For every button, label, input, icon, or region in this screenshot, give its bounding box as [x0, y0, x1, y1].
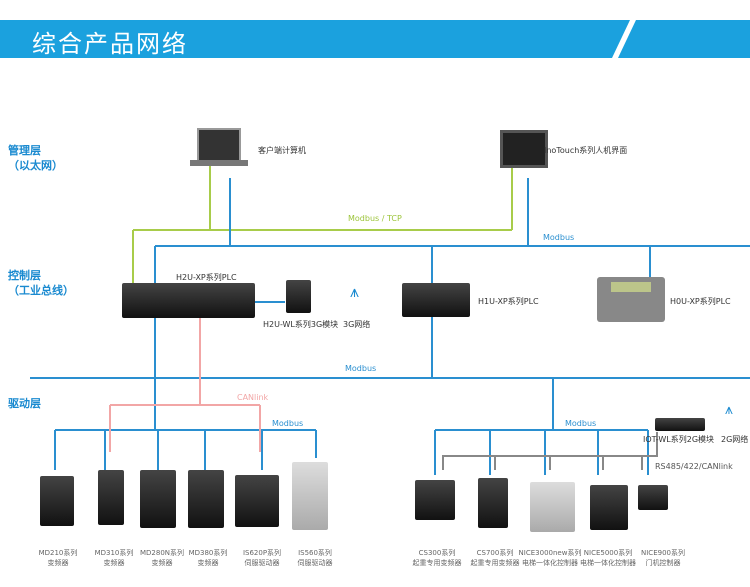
drive-name: MD280N系列: [139, 549, 185, 557]
drive-name: CS700系列: [476, 549, 514, 557]
drive-device: [638, 485, 668, 510]
laptop-base: [190, 160, 248, 166]
rs485-label: RS485/422/CANlink: [655, 462, 733, 471]
drive-label: CS700系列起重专用变频器: [455, 548, 535, 568]
drive-label: MD310系列变频器: [74, 548, 154, 568]
drive-type: 电梯一体化控制器: [522, 559, 578, 567]
laptop-icon: [197, 128, 241, 162]
modbus-label: Modbus: [565, 419, 597, 428]
drive-name: MD380系列: [188, 549, 228, 557]
modbus-label: Modbus: [543, 233, 575, 242]
drive-type: 变频器: [47, 559, 69, 567]
drive-name: MD310系列: [94, 549, 134, 557]
layer-drive: 驱动层: [8, 397, 41, 410]
drive-name: NICE3000new系列: [518, 549, 582, 557]
drive-type: 电梯一体化控制器: [580, 559, 636, 567]
plc-h0u-label: H0U-XP系列PLC: [670, 297, 731, 306]
plc-h2u-label: H2U-XP系列PLC: [176, 273, 237, 282]
plc-h1u-device: [402, 283, 470, 317]
drive-label: IS560系列伺服驱动器: [275, 548, 355, 568]
rs485-lines: [442, 432, 658, 470]
layer-sublabel: （以太网）: [8, 159, 63, 172]
canlink-label: CANlink: [237, 393, 269, 402]
wl3g-module-device: [286, 280, 311, 313]
iot-module-device: [655, 418, 705, 431]
drive-label: CS300系列起重专用变频器: [397, 548, 477, 568]
drive-device: [235, 475, 279, 527]
antenna-icon: ⩚: [725, 402, 733, 418]
plc-h1u-label: H1U-XP系列PLC: [478, 297, 539, 306]
layer-management: 管理层 （以太网）: [8, 143, 63, 173]
drive-type: 变频器: [197, 559, 219, 567]
drive-type: 伺服驱动器: [297, 559, 333, 567]
drive-type: 起重专用变频器: [470, 559, 520, 567]
modbus-lines: [30, 178, 750, 475]
modbus-tcp-label: Modbus / TCP: [348, 214, 402, 223]
drive-device: [478, 478, 508, 528]
drive-name: NICE5000系列: [583, 549, 633, 557]
modbus-label: Modbus: [345, 364, 377, 373]
drive-label: NICE900系列门机控制器: [623, 548, 703, 568]
page-title: 综合产品网络: [32, 30, 188, 58]
drive-type: 变频器: [103, 559, 125, 567]
layer-control: 控制层 （工业总线）: [8, 268, 74, 298]
2g-label: 2G网络: [721, 435, 749, 444]
drive-label: NICE3000new系列电梯一体化控制器: [510, 548, 590, 568]
drive-type: 起重专用变频器: [412, 559, 462, 567]
drive-device: [590, 485, 628, 530]
drive-name: IS560系列: [298, 549, 332, 557]
drive-name: MD210系列: [38, 549, 78, 557]
drive-name: NICE900系列: [641, 549, 685, 557]
plc-h2u-device: [122, 283, 255, 318]
drive-device: [40, 476, 74, 526]
modbus-label: Modbus: [272, 419, 304, 428]
drive-device: [415, 480, 455, 520]
drive-type: 伺服驱动器: [244, 559, 280, 567]
drive-label: NICE5000系列电梯一体化控制器: [568, 548, 648, 568]
drive-device: [292, 462, 328, 530]
drive-name: IS620P系列: [242, 549, 282, 557]
drive-type: 变频器: [151, 559, 173, 567]
drive-type: 门机控制器: [645, 559, 681, 567]
pc-label: 客户端计算机: [258, 146, 306, 155]
drive-device: [140, 470, 176, 528]
header-bar: [0, 20, 630, 58]
drive-device: [188, 470, 224, 528]
canlink-lines: [109, 318, 261, 452]
hmi-label: InoTouch系列人机界面: [544, 146, 628, 155]
antenna-icon: ⩚: [350, 282, 360, 301]
iot-label: IOT-WL系列2G模块: [643, 435, 715, 444]
ethernet-lines: [132, 165, 513, 285]
wl3g-label: H2U-WL系列3G模块: [263, 320, 339, 329]
drive-label: MD210系列变频器: [18, 548, 98, 568]
hmi-touch-icon: [500, 130, 548, 168]
drive-device: [98, 470, 124, 525]
layer-label: 控制层: [8, 269, 41, 282]
drive-device: [530, 482, 575, 532]
layer-sublabel: （工业总线）: [8, 284, 74, 297]
drive-name: CS300系列: [418, 549, 456, 557]
header-stripe: [618, 20, 750, 58]
plc-h0u-device: [597, 277, 665, 322]
drive-label: IS620P系列伺服驱动器: [222, 548, 302, 568]
drive-label: MD280N系列变频器: [122, 548, 202, 568]
drive-label: MD380系列变频器: [168, 548, 248, 568]
3g-label: 3G网络: [343, 320, 371, 329]
layer-label: 管理层: [8, 144, 41, 157]
